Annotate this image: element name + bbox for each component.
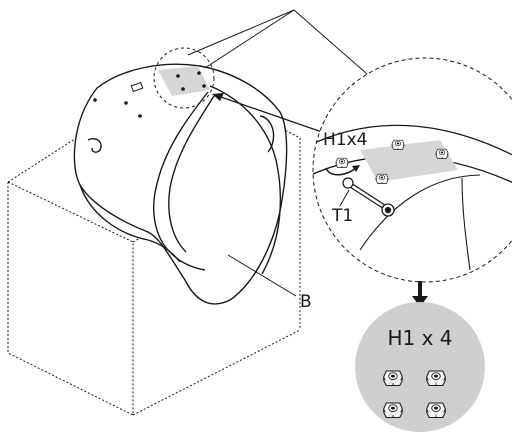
nut-icon: [426, 402, 446, 419]
down-arrow: [412, 281, 428, 307]
hardware-title: H1 x 4: [387, 326, 452, 350]
install-arrow: [325, 167, 357, 176]
label-h1x4: H1x4: [323, 130, 367, 150]
mounting-plate-large: [360, 140, 458, 182]
nut-icon: [383, 402, 403, 419]
label-b: B: [300, 292, 312, 312]
hardware-panel: H1 x 4: [355, 302, 485, 432]
t1-leader: [339, 189, 350, 207]
magnified-view: [312, 57, 512, 283]
housing-body: [73, 63, 288, 305]
nut-icon: [383, 370, 403, 387]
label-t1: T1: [331, 206, 353, 226]
housing-label-slot: [130, 81, 144, 93]
wrench-icon: [342, 177, 395, 217]
b-leader: [227, 254, 297, 297]
housing-holes: [93, 98, 142, 118]
highlight-circle-small: [153, 47, 215, 109]
nut-icon: [426, 370, 446, 387]
mounting-plate-small: [158, 66, 210, 96]
